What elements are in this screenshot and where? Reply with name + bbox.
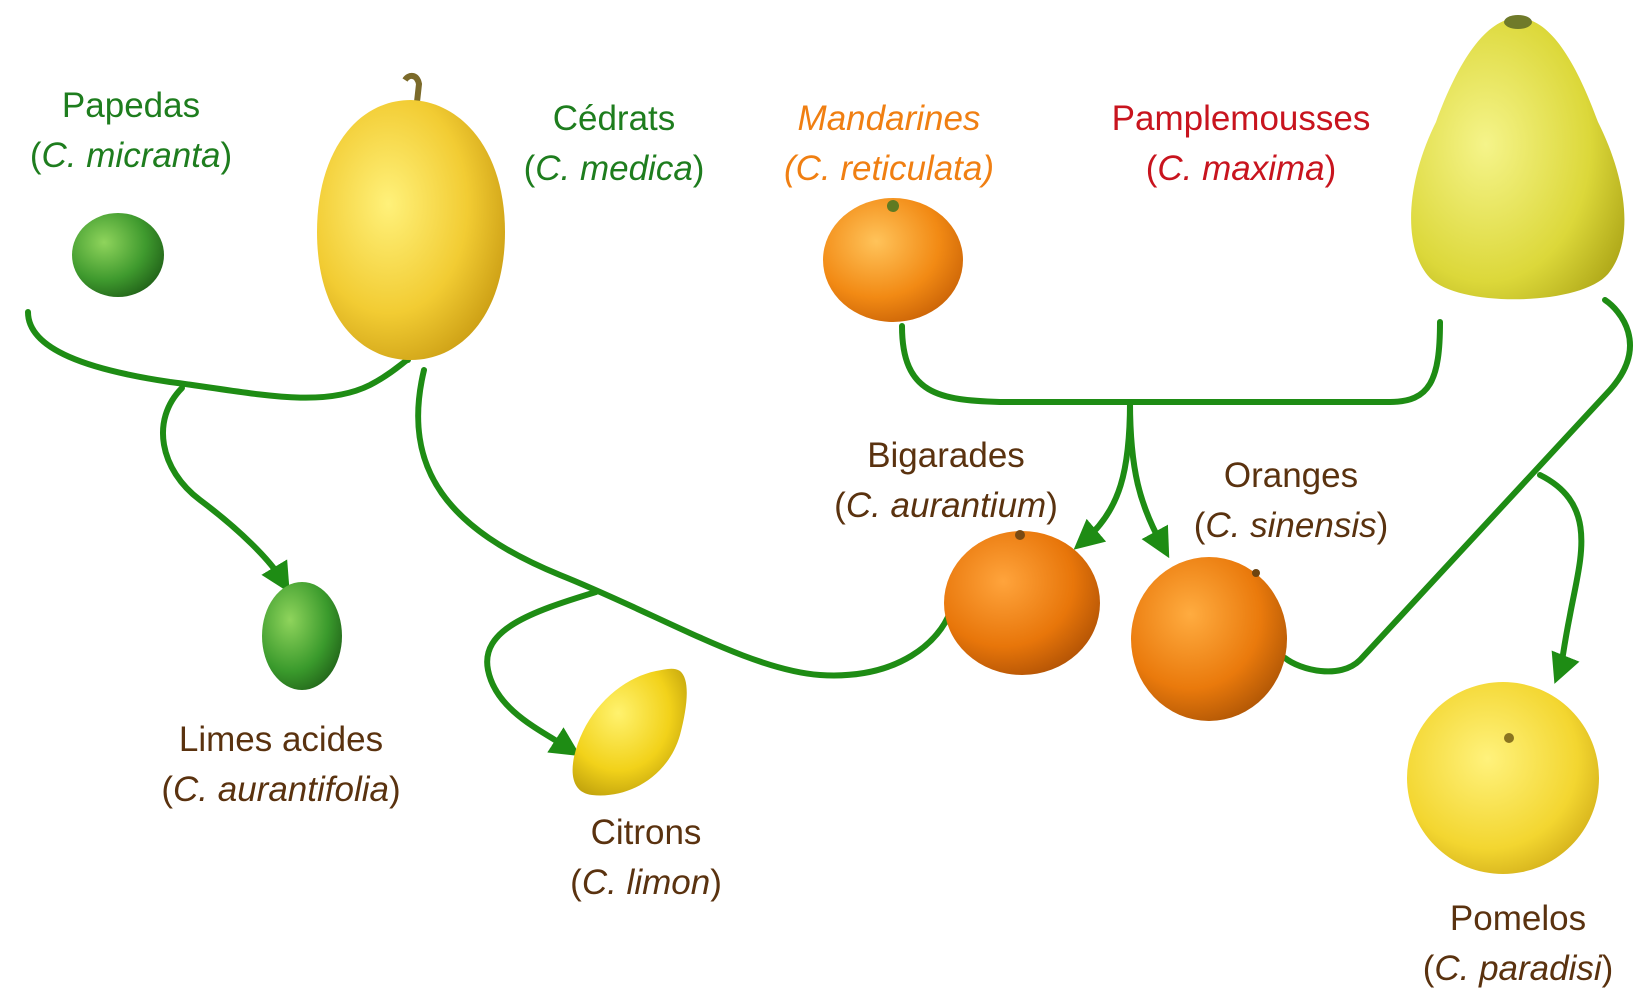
mandarines-fruit [822,192,964,324]
papedas-name: Papedas [30,81,232,131]
orange-icon [1128,553,1290,723]
bigarades-label: Bigarades (C. aurantium) [834,431,1058,531]
pamplemousses-scientific-name: (C. maxima) [1112,144,1371,194]
oranges-label: Oranges (C. sinensis) [1194,451,1389,551]
pomelos-label: Pomelos (C. paradisi) [1423,894,1614,994]
citrons-scientific-name: (C. limon) [570,858,722,908]
mandarin-icon [822,192,964,324]
oranges-fruit [1128,553,1290,723]
grapefruit-icon [1405,678,1601,876]
pamplemousses-fruit [1400,12,1636,308]
citrons-label: Citrons (C. limon) [570,808,722,908]
limes-fruit [260,580,344,692]
limes-label: Limes acides (C. aurantifolia) [161,715,400,815]
pomelos-fruit [1405,678,1601,876]
cedrats-fruit [313,72,509,362]
link-mandarines-pamplemousses [902,322,1440,402]
papedas-scientific-name: (C. micranta) [30,131,232,181]
bitter-orange-icon [942,525,1102,677]
mandarines-label: Mandarines (C. reticulata) [784,94,994,194]
arrow-to-bigarades [1085,402,1130,540]
mandarines-name: Mandarines [784,94,994,144]
papedas-label: Papedas (C. micranta) [30,81,232,181]
pomelo-fruit-icon [1400,12,1636,308]
lemon-icon [568,665,692,801]
limes-name: Limes acides [161,715,400,765]
oranges-scientific-name: (C. sinensis) [1194,501,1389,551]
citrons-fruit [568,665,692,801]
pamplemousses-name: Pamplemousses [1112,94,1371,144]
arrow-to-limes [163,388,282,580]
arrow-to-oranges [1130,402,1162,545]
oranges-name: Oranges [1194,451,1389,501]
limes-scientific-name: (C. aurantifolia) [161,765,400,815]
bigarades-fruit [942,525,1102,677]
pamplemousses-label: Pamplemousses (C. maxima) [1112,94,1371,194]
cedrats-scientific-name: (C. medica) [524,144,705,194]
green-lime-icon [260,580,344,692]
yellow-citron-icon [313,72,509,362]
citrons-name: Citrons [570,808,722,858]
bigarades-scientific-name: (C. aurantium) [834,481,1058,531]
bigarades-name: Bigarades [834,431,1058,481]
green-lime-icon [70,210,166,300]
mandarines-scientific-name: (C. reticulata) [784,144,994,194]
papedas-fruit [70,210,166,300]
cedrats-name: Cédrats [524,94,705,144]
cedrats-label: Cédrats (C. medica) [524,94,705,194]
pomelos-name: Pomelos [1423,894,1614,944]
pomelos-scientific-name: (C. paradisi) [1423,944,1614,994]
arrow-to-pomelos [1540,475,1581,670]
